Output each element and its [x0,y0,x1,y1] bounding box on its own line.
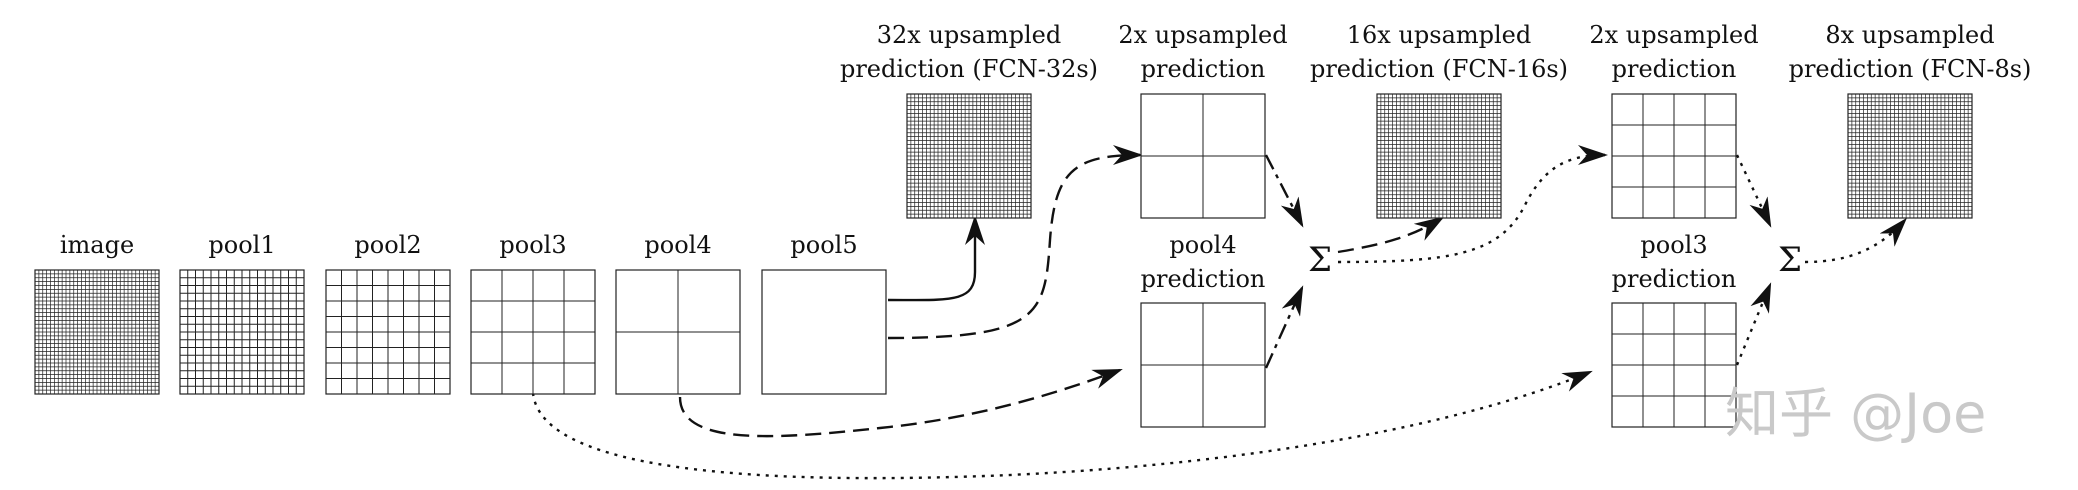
grid-lines [1141,303,1265,427]
grid-lines [1848,94,1972,218]
fcn8-output-grid [1847,93,1973,219]
2x-upsampled-prediction-grid-b [1611,93,1737,219]
label-fcn8-line2: prediction (FCN-8s) [1789,55,2032,83]
label-pool1: pool1 [208,231,275,259]
connections [531,145,1907,480]
label-pool4-prediction-line2: prediction [1141,265,1266,293]
zhihu-watermark: 知乎 @Joe [1725,382,1986,445]
grid-lines [1612,303,1736,427]
labels: image pool1 pool2 pool3 pool4 pool5 32x … [60,21,2032,293]
pool4-prediction-grid [1140,302,1266,428]
label-2x-upsampled-b-line1: 2x upsampled [1589,21,1758,49]
pool3-to-pool3-prediction-arrow [531,370,1593,480]
grid-lines [180,270,304,394]
pool4-to-pool4-prediction-arrow [678,368,1123,438]
grid-lines [616,270,740,394]
label-pool3-prediction-line1: pool3 [1640,231,1707,259]
pool5-grid [761,269,887,395]
pool3pred-to-sum2-arrow [1735,282,1772,366]
grid-lines [1141,94,1265,218]
label-fcn32-line1: 32x upsampled [877,21,1062,49]
grid-frame [761,269,887,395]
up2b-to-sum2-arrow [1735,154,1772,228]
label-pool3-prediction-line2: prediction [1612,265,1737,293]
grid-lines [1612,94,1736,218]
label-2x-upsampled-b-line2: prediction [1612,55,1737,83]
label-pool3: pool3 [499,231,566,259]
fcn16-output-grid [1376,93,1502,219]
pool5-to-2x-upsample-arrow [887,145,1143,340]
grid-lines [35,270,159,394]
grid-lines [1377,94,1501,218]
label-2x-upsampled-a-line1: 2x upsampled [1118,21,1287,49]
fcn32-output-grid [906,93,1032,219]
up2a-to-sum1-arrow [1264,154,1304,228]
pool3-prediction-grid [1611,302,1737,428]
pool2-grid [325,269,451,395]
2x-upsampled-prediction-grid-a [1140,93,1266,219]
image-grid [34,269,160,395]
sum2-to-fcn8-arrow [1804,217,1907,264]
label-2x-upsampled-a-line2: prediction [1141,55,1266,83]
label-fcn16-line2: prediction (FCN-16s) [1310,55,1568,83]
sum-node-2: Σ [1778,240,1802,280]
grid-lines [907,94,1031,218]
sum-node-1: Σ [1308,240,1332,280]
pool4-grid [615,269,741,395]
label-pool4-prediction-line1: pool4 [1169,231,1236,259]
label-fcn8-line1: 8x upsampled [1825,21,1994,49]
label-pool5: pool5 [790,231,857,259]
pool1-grid [179,269,305,395]
sum1-to-fcn16-arrow [1337,216,1445,254]
grid-lines [471,270,595,394]
grid-lines [326,270,450,394]
label-fcn16-line1: 16x upsampled [1347,21,1532,49]
label-pool4: pool4 [644,231,711,259]
pool3-grid [470,269,596,395]
pool4pred-to-sum1-arrow [1264,285,1304,369]
pool5-to-fcn32-arrow [887,215,985,302]
sum1-to-2x-upsample-arrow [1337,145,1608,264]
label-pool2: pool2 [354,231,421,259]
label-fcn32-line2: prediction (FCN-32s) [840,55,1098,83]
label-image: image [60,231,134,259]
